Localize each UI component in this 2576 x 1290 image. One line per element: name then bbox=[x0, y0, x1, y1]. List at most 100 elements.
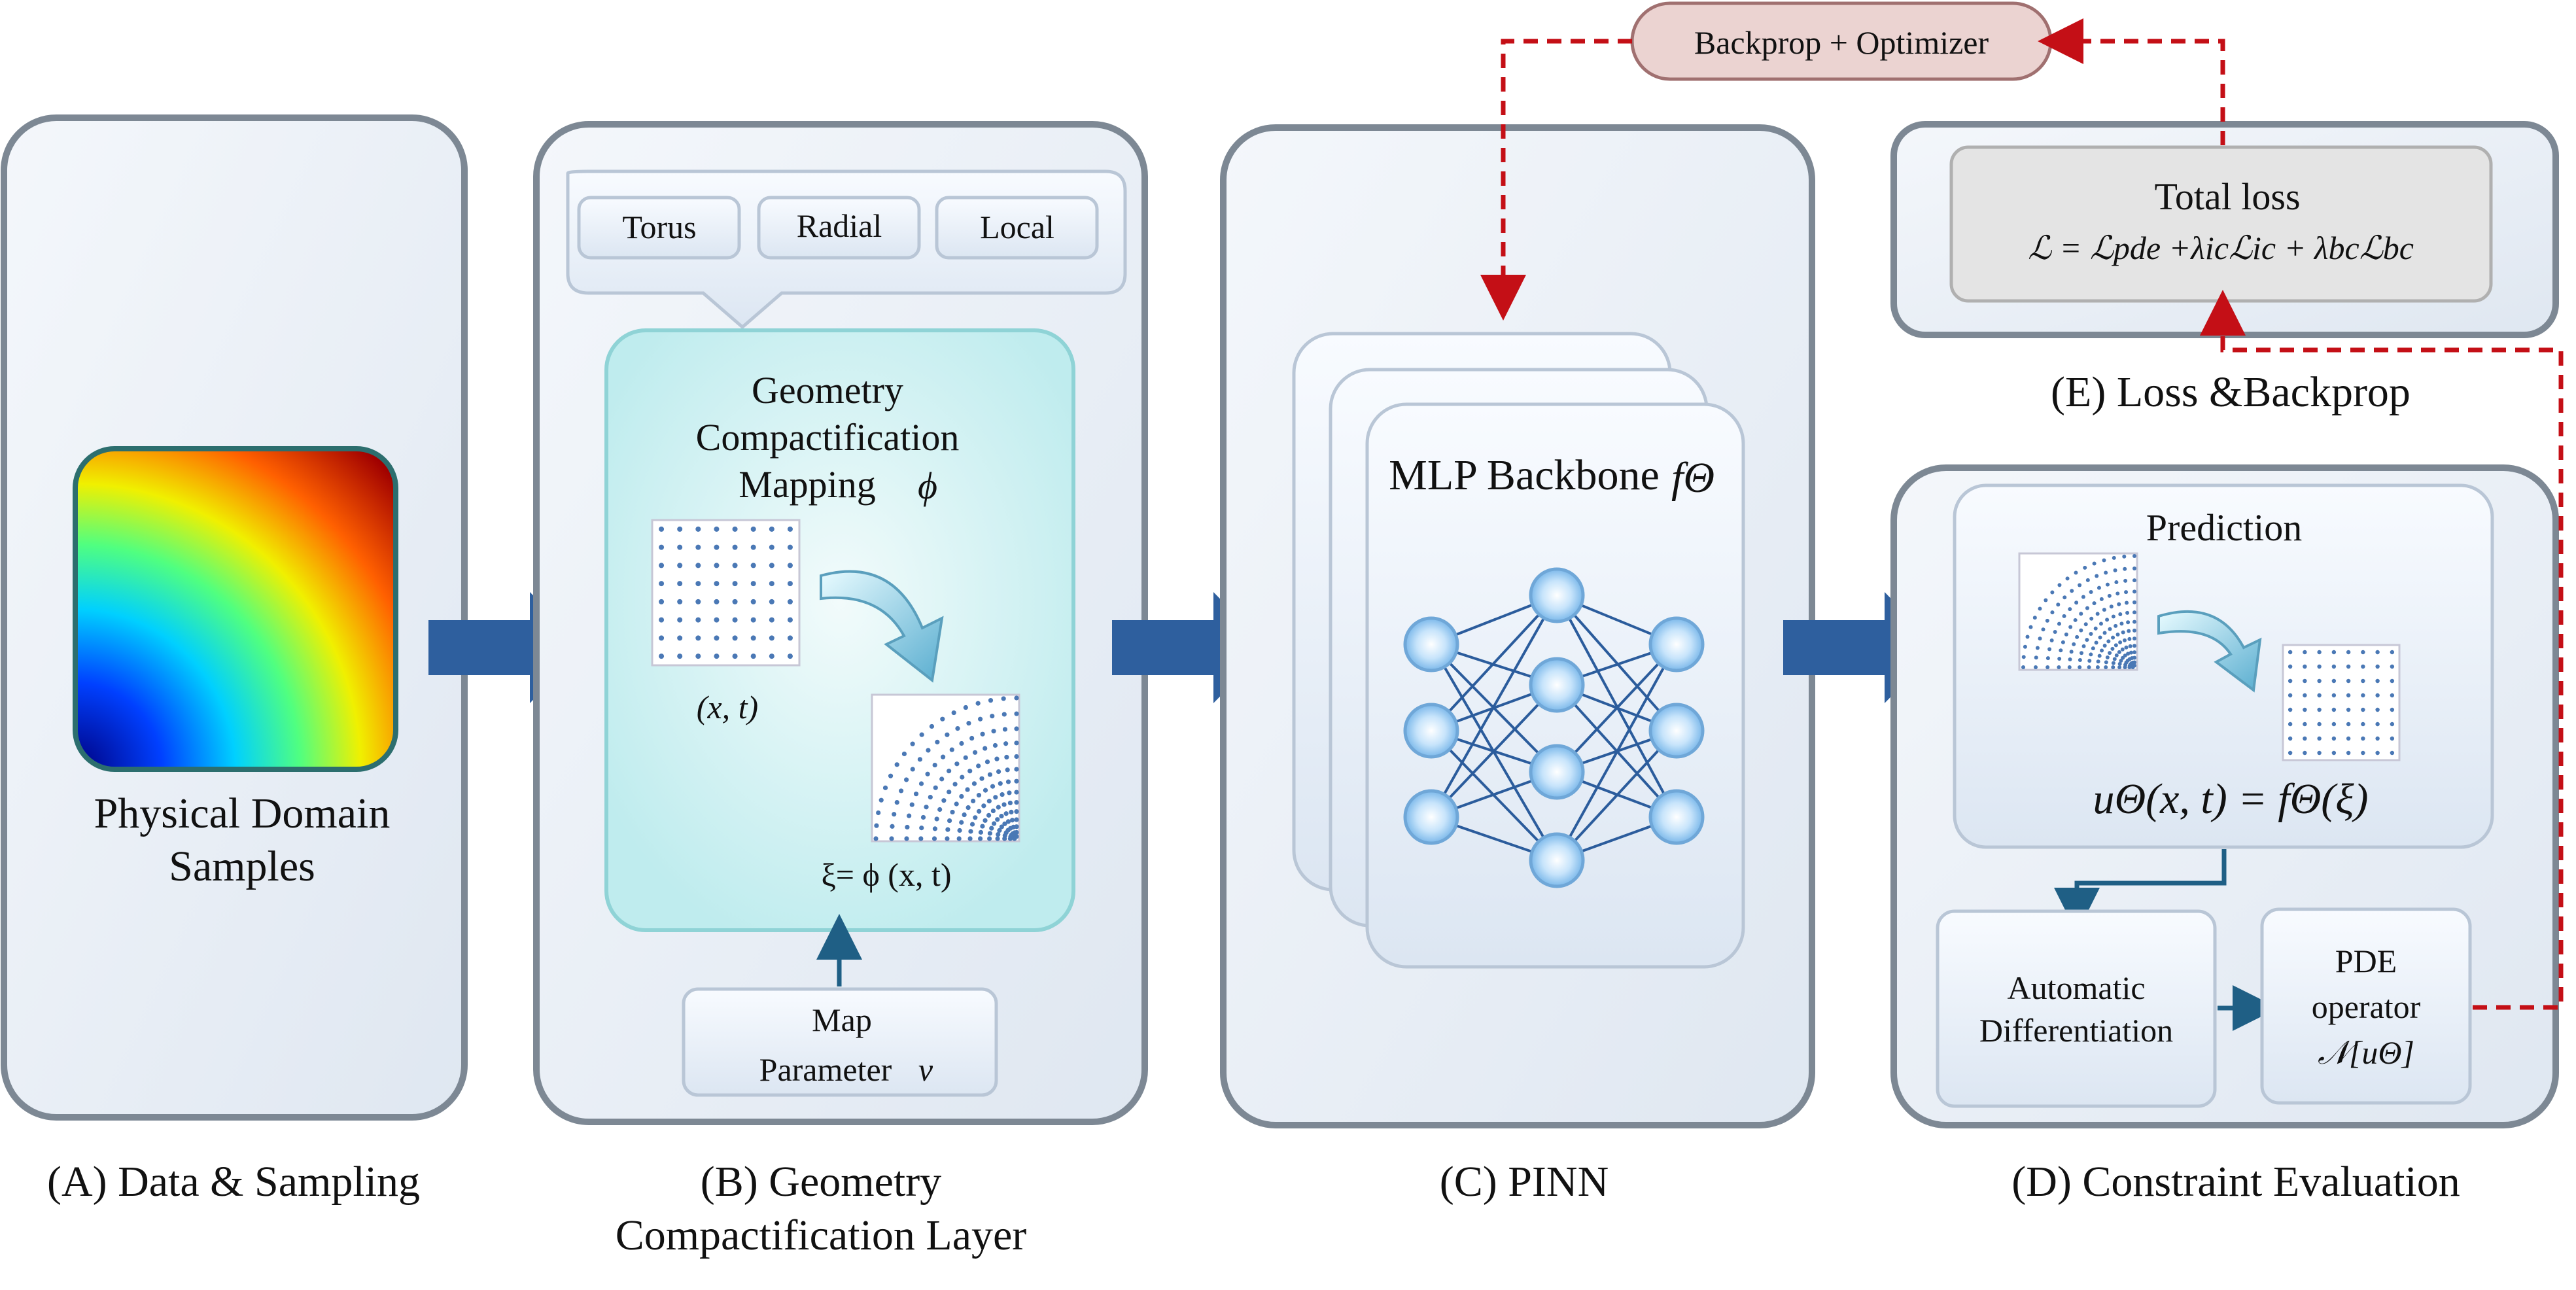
grid-dot bbox=[677, 526, 683, 532]
radial-dot bbox=[913, 792, 919, 797]
radial-dot bbox=[2038, 606, 2042, 611]
grid-dot bbox=[732, 544, 738, 550]
network-edge bbox=[1430, 594, 1558, 732]
grid-dot bbox=[659, 581, 665, 587]
radial-dot bbox=[959, 820, 964, 825]
tab-local[interactable]: Local bbox=[935, 196, 1099, 260]
grid-dot bbox=[2288, 707, 2293, 712]
grid-dot bbox=[695, 599, 701, 604]
grid-dot bbox=[787, 526, 793, 532]
radial-dot bbox=[2111, 614, 2115, 619]
grid-dot bbox=[2390, 722, 2395, 727]
mapping-title-2: Compactification bbox=[696, 416, 960, 459]
radial-dot bbox=[2104, 570, 2108, 575]
radial-dot bbox=[937, 807, 943, 812]
radial-dot bbox=[2080, 651, 2084, 655]
radial-dot bbox=[2099, 597, 2104, 601]
radial-dot bbox=[2057, 657, 2062, 661]
tab-torus[interactable]: Torus bbox=[577, 196, 741, 260]
radial-dot bbox=[994, 756, 1000, 761]
radial-dot bbox=[962, 812, 967, 818]
radial-dot bbox=[2074, 601, 2079, 605]
map-parameter-box[interactable] bbox=[682, 987, 998, 1097]
radial-dot bbox=[986, 799, 992, 804]
radial-dot bbox=[2105, 582, 2110, 587]
radial-dot bbox=[920, 814, 926, 820]
tab-local-label: Local bbox=[980, 209, 1054, 245]
radial-dot bbox=[2115, 633, 2120, 637]
radial-dot bbox=[2045, 656, 2050, 661]
radial-dot bbox=[2132, 644, 2136, 648]
radial-dot bbox=[876, 810, 881, 816]
grid-dot bbox=[677, 635, 683, 641]
grid-dot bbox=[2331, 750, 2337, 756]
radial-dot bbox=[945, 836, 950, 841]
radial-dot bbox=[2089, 631, 2093, 636]
grid-dot bbox=[750, 654, 756, 659]
radial-dot bbox=[2112, 555, 2116, 560]
radial-dot bbox=[991, 821, 997, 826]
radial-dot bbox=[2120, 647, 2125, 652]
grid-dot bbox=[769, 581, 775, 587]
radial-dot bbox=[969, 822, 975, 827]
radial-dot bbox=[1014, 829, 1019, 835]
grid-dot bbox=[2390, 678, 2395, 684]
radial-dot bbox=[1000, 792, 1005, 797]
radial-dot bbox=[1002, 821, 1007, 826]
grid-dot bbox=[732, 617, 738, 623]
autodiff-line-1: Automatic bbox=[2007, 969, 2145, 1006]
radial-dot bbox=[987, 831, 992, 836]
radial-dot bbox=[2132, 567, 2136, 571]
radial-dot bbox=[932, 762, 937, 768]
radial-dot bbox=[2068, 657, 2072, 662]
grid-dot bbox=[2346, 664, 2351, 669]
radial-dot bbox=[2089, 589, 2093, 594]
radial-dot bbox=[1014, 824, 1019, 829]
grid-dot bbox=[2331, 693, 2337, 698]
radial-dot bbox=[966, 720, 971, 726]
neuron bbox=[1529, 832, 1585, 888]
grid-dot bbox=[2303, 707, 2307, 712]
radial-dot bbox=[910, 741, 915, 746]
panel-a-text-1: Physical Domain bbox=[94, 790, 391, 837]
grid-dot bbox=[2361, 664, 2365, 669]
grid-dot bbox=[769, 635, 775, 641]
radial-dot bbox=[2053, 629, 2057, 634]
radial-dot bbox=[1014, 834, 1019, 839]
radial-dot bbox=[2132, 610, 2136, 615]
grid-dot bbox=[732, 563, 738, 568]
radial-dot bbox=[2062, 614, 2066, 618]
tab-radial[interactable]: Radial bbox=[757, 196, 921, 260]
radial-dot bbox=[1005, 767, 1010, 773]
radial-dot bbox=[2114, 643, 2118, 648]
grid-dot bbox=[2303, 678, 2307, 684]
grid-dot bbox=[677, 617, 683, 623]
radial-dot bbox=[2123, 654, 2127, 658]
panel-b-caption-1: (B) Geometry bbox=[701, 1158, 941, 1206]
prediction-uniform-thumbnail bbox=[2282, 644, 2401, 761]
grid-dot bbox=[2288, 736, 2293, 741]
radial-dot bbox=[2114, 653, 2119, 657]
radial-dot bbox=[926, 748, 931, 753]
radial-dot bbox=[2114, 623, 2118, 628]
grid-dot bbox=[2390, 707, 2395, 712]
grid-dot bbox=[2288, 650, 2293, 655]
grid-dot bbox=[750, 635, 756, 641]
neuron bbox=[1403, 703, 1459, 759]
radial-dot bbox=[2128, 644, 2132, 648]
radial-dot bbox=[2044, 598, 2048, 602]
radial-dot bbox=[968, 829, 973, 834]
radial-dot bbox=[2109, 604, 2114, 609]
radial-dot bbox=[957, 828, 962, 833]
grid-dot bbox=[695, 581, 701, 587]
radial-dot bbox=[978, 829, 984, 835]
radial-dot bbox=[898, 788, 904, 793]
radial-dot bbox=[2110, 646, 2115, 651]
radial-dot bbox=[889, 836, 894, 841]
grid-dot bbox=[2331, 678, 2337, 684]
radial-dot bbox=[980, 731, 985, 737]
radial-dot bbox=[2069, 650, 2074, 654]
radial-dot bbox=[2118, 640, 2123, 645]
radial-dot bbox=[2078, 583, 2082, 587]
grid-dot bbox=[659, 544, 665, 550]
